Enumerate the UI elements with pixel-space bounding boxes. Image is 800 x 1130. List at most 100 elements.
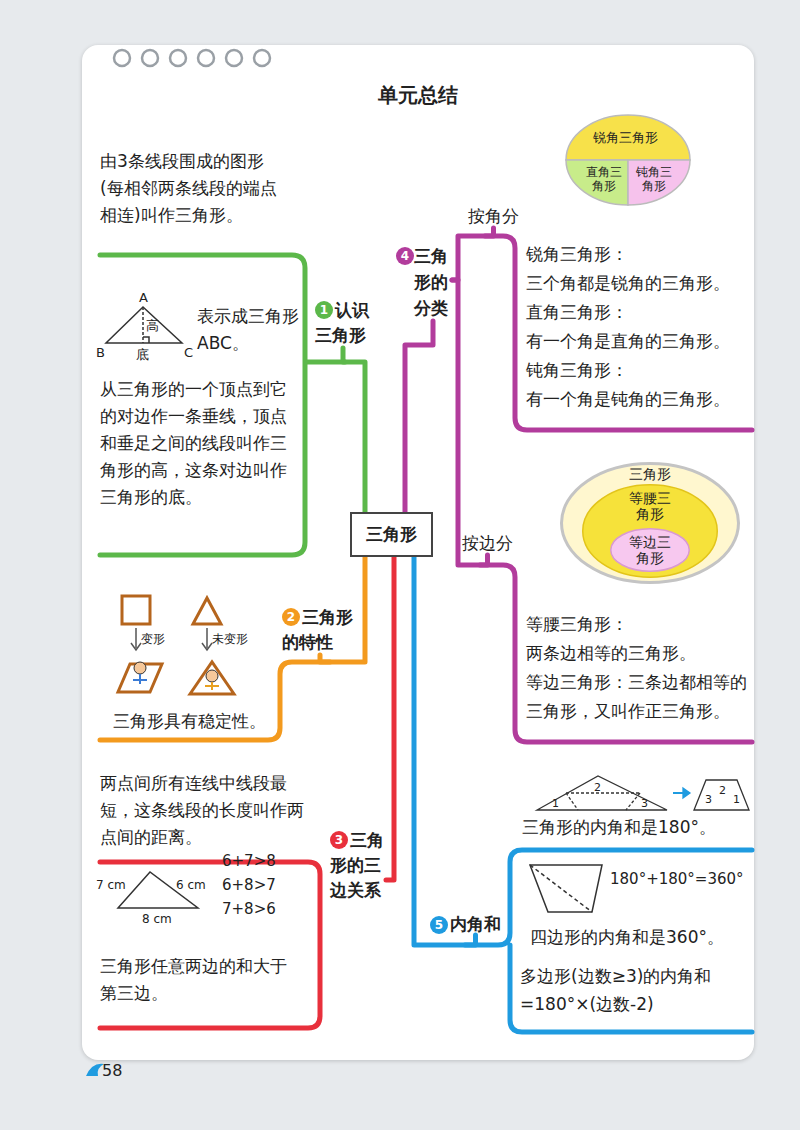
- node-text: 多边形(边数≥3)的内角和=180°×(边数-2): [520, 962, 752, 1018]
- rule-text: 三角形的内角和是180°。: [522, 815, 716, 839]
- bracket-line: [100, 662, 330, 740]
- callout-number: 5: [430, 916, 448, 934]
- stability-picture: [131, 643, 141, 650]
- definition-text: 由3条线段围成的图形(每相邻两条线段的端点相连)叫作三角形。: [100, 148, 282, 229]
- triangle-abc: [106, 307, 182, 343]
- node-text: 三个角都是锐角的三角形。: [526, 269, 752, 298]
- bracket-line: [100, 236, 752, 1032]
- node-text: 按边分: [462, 531, 513, 555]
- spiral-rings: [114, 50, 130, 66]
- ellipse-outline: [611, 529, 690, 572]
- callout-number: 1: [315, 301, 333, 319]
- spiral-rings: [198, 50, 214, 66]
- node-text: 三角形任意两边的和大于第三边。: [100, 953, 296, 1007]
- node-text: 三角形具有稳定性。: [113, 708, 313, 735]
- bracket-line: [465, 850, 752, 1032]
- bracket-line: [100, 255, 345, 555]
- node-text: 由3条线段围成的图形(每相邻两条线段的端点相连)叫作三角形。: [100, 148, 282, 229]
- arrow-label: 未变形: [212, 632, 248, 647]
- stability-picture: [205, 682, 219, 690]
- inequality: 6+8>7: [222, 876, 276, 894]
- ellipse-outline: [583, 485, 718, 578]
- node-text: 等腰三角形：: [526, 610, 752, 639]
- vertex-label: B: [96, 345, 105, 360]
- node-text: 三角形的分类: [414, 243, 452, 321]
- pie-chart: [566, 115, 690, 205]
- bracket-line: [100, 862, 320, 1028]
- branch-line: [452, 280, 488, 565]
- angle-number: 1: [552, 796, 559, 811]
- angle-number: 2: [719, 783, 726, 798]
- angle-number: 3: [641, 796, 648, 811]
- node-text: 锐角三角形：: [526, 240, 752, 269]
- branch-line: [414, 557, 476, 945]
- ellipse-label: 等腰三角形: [625, 490, 675, 522]
- node-text: 按角分: [468, 204, 519, 228]
- node-text: 两点间所有连线中线段最短，这条线段的长度叫作两点间的距离。: [100, 770, 316, 851]
- inequality: 7+8>6: [222, 900, 276, 918]
- quadrilateral: [530, 865, 592, 912]
- sub-branch-title: 按边分: [462, 531, 513, 555]
- sub-branch-title: 按角分: [468, 204, 519, 228]
- spiral-rings: [170, 50, 186, 66]
- arrow-label: 变形: [141, 632, 165, 647]
- pie-label: 直角三角形: [584, 165, 624, 193]
- ellipse-label: 三角形: [560, 466, 740, 482]
- angle-number: 3: [705, 792, 712, 807]
- spiral-rings: [226, 50, 242, 66]
- formula-text: 多边形(边数≥3)的内角和=180°×(边数-2): [520, 962, 752, 1018]
- base-label: 底: [136, 347, 149, 362]
- page-wave: [86, 1064, 104, 1076]
- bracket-line: [480, 565, 752, 742]
- stability-picture: [193, 598, 221, 624]
- branch-line: [343, 348, 365, 512]
- angle-number: 1: [733, 792, 740, 807]
- pie-chart: [566, 160, 628, 205]
- definition-text: 两点间所有连线中线段最短，这条线段的长度叫作两点间的距离。: [100, 770, 316, 851]
- node-text: 两条边相等的三角形。: [526, 639, 752, 668]
- triangle-abc: [106, 307, 182, 343]
- callout-number: 4: [396, 247, 414, 265]
- node-text: 从三角形的一个顶点到它的对边作一条垂线，顶点和垂足之间的线段叫作三角形的高，这条…: [100, 376, 296, 511]
- node-text: 内角和: [450, 913, 501, 935]
- branch-line: [405, 321, 433, 512]
- stability-picture: [133, 674, 147, 684]
- branch-title: 三角形的分类: [414, 243, 452, 321]
- branch-line: [452, 228, 494, 280]
- stability-picture: [122, 596, 150, 624]
- branch-line: [386, 557, 394, 880]
- pie-chart: [566, 115, 690, 160]
- stability-picture: [135, 628, 137, 648]
- spiral-rings: [254, 50, 270, 66]
- ellipse-label: 等边三角形: [627, 534, 673, 566]
- venn-ellipse: 三角形等腰三角形等边三角形: [560, 462, 740, 584]
- rule-text: 三角形任意两边的和大于第三边。: [100, 953, 296, 1007]
- stability-picture: [202, 643, 212, 650]
- node-text: 直角三角形：: [526, 298, 752, 327]
- stability-picture: [134, 662, 146, 674]
- side-length: 8 cm: [142, 912, 172, 927]
- height-label: 高: [146, 318, 159, 333]
- formula-label: 180°+180°=360°: [610, 870, 744, 888]
- callout-number: 3: [330, 831, 348, 849]
- node-text: 有一个角是钝角的三角形。: [526, 385, 752, 414]
- angle-sum-picture: [694, 780, 749, 810]
- spiral-rings: [142, 50, 158, 66]
- stability-picture: [206, 670, 218, 682]
- node-text: 等边三角形：三条边都相等的三角形，又叫作正三角形。: [526, 668, 752, 726]
- venn-ellipse: 等边三角形: [610, 528, 690, 572]
- definition-list: 等腰三角形：两条边相等的三角形。等边三角形：三条边都相等的三角形，又叫作正三角形…: [526, 610, 752, 726]
- node-text: 有一个角是直角的三角形。: [526, 327, 752, 356]
- callout-number: 2: [282, 608, 300, 626]
- node-text: 三角形: [366, 522, 417, 547]
- page-number: 58: [102, 1062, 122, 1080]
- pie-chart: [628, 160, 690, 205]
- triangle-abc: [143, 337, 149, 343]
- angle-sum-picture: [537, 776, 667, 810]
- node-text: 四边形的内角和是360°。: [530, 925, 724, 949]
- note-text: 三角形具有稳定性。: [113, 708, 313, 735]
- venn-ellipse: 等腰三角形等边三角形: [582, 484, 718, 578]
- definition-text: 从三角形的一个顶点到它的对边作一条垂线，顶点和垂足之间的线段叫作三角形的高，这条…: [100, 376, 296, 511]
- center-box: 三角形: [350, 512, 433, 557]
